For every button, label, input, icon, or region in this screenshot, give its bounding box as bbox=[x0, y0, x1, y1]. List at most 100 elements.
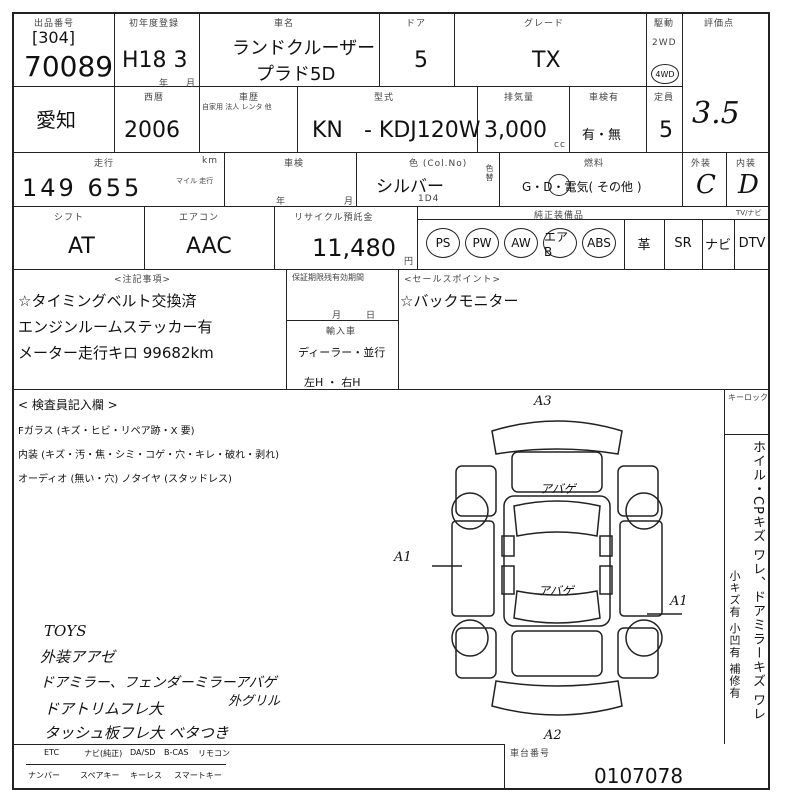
equip-leather: 革 bbox=[637, 237, 651, 253]
inspection-title: < 検査員記入欄 > bbox=[18, 398, 118, 412]
equip-abs: ABS bbox=[582, 228, 616, 258]
rule bbox=[417, 206, 418, 269]
equip-dtv: DTV bbox=[738, 235, 766, 251]
drive-2wd: 2WD bbox=[652, 38, 677, 48]
rule bbox=[417, 219, 770, 220]
import-label: 輸入車 bbox=[326, 327, 357, 337]
note-line-2: エンジンルームステッカー有 bbox=[18, 318, 213, 336]
drive-label: 駆動 bbox=[654, 19, 675, 29]
option-remote: リモコン bbox=[198, 749, 230, 758]
model-year-label: 西暦 bbox=[144, 93, 165, 103]
score-value: 3.5 bbox=[692, 96, 740, 131]
rule bbox=[14, 744, 504, 745]
rule bbox=[114, 14, 115, 86]
option-spare-key: スペアキー bbox=[80, 771, 120, 780]
warranty-month: 月 bbox=[332, 311, 343, 321]
lot-number: 70089 bbox=[24, 50, 114, 83]
rule bbox=[14, 269, 770, 270]
rule bbox=[398, 269, 399, 389]
displacement-label: 排気量 bbox=[504, 93, 535, 103]
equipment-extra: TV/ナビ bbox=[736, 209, 762, 217]
inspection-audio: オーディオ (無い・穴) ノタイヤ (スタッドレス) bbox=[18, 474, 232, 485]
equipment-label: 純正装備品 bbox=[534, 211, 585, 221]
auction-sheet: 出品番号 [304] 70089 初年度登録 H18 3 年 月 車名 ランドク… bbox=[12, 12, 770, 790]
color-label: 色 (Col.No) bbox=[409, 159, 468, 169]
rule bbox=[477, 86, 478, 152]
rule bbox=[14, 152, 770, 153]
option-keyless: キーレス bbox=[130, 771, 162, 780]
doors-label: ドア bbox=[406, 19, 427, 29]
option-smart-key: スマートキー bbox=[174, 771, 222, 780]
rule bbox=[454, 14, 455, 86]
diagram-mark-top: A3 bbox=[534, 394, 552, 409]
history-options: 自家用 法人 レンタ 他 bbox=[202, 103, 272, 111]
selling-point: ☆バックモニター bbox=[400, 292, 519, 310]
rule bbox=[726, 152, 727, 206]
doors-value: 5 bbox=[414, 48, 428, 73]
yen-unit: 円 bbox=[404, 257, 415, 267]
diagram-mark-right: A1 bbox=[670, 594, 688, 609]
cc-unit: cc bbox=[554, 140, 566, 150]
equip-navi: ナビ bbox=[704, 237, 731, 253]
car-name-line2: プラド5D bbox=[256, 64, 336, 85]
capacity-label: 定員 bbox=[654, 93, 675, 103]
rule bbox=[682, 14, 683, 152]
rule bbox=[664, 219, 665, 269]
rule bbox=[734, 219, 735, 269]
rule bbox=[14, 389, 770, 390]
rule bbox=[646, 14, 647, 152]
mileage: 149 655 bbox=[22, 174, 143, 202]
rule bbox=[702, 219, 703, 269]
grade-label: グレード bbox=[524, 19, 565, 29]
first-reg-label: 初年度登録 bbox=[129, 19, 180, 29]
rule bbox=[569, 86, 570, 152]
history-label: 車歴 bbox=[239, 93, 260, 103]
rule bbox=[199, 14, 200, 86]
handwritten-2: 外装アアゼ bbox=[40, 648, 115, 666]
rule bbox=[286, 320, 398, 321]
mileage-mark: マイル 走行 bbox=[176, 177, 214, 185]
exterior-label: 外装 bbox=[691, 159, 712, 169]
handwritten-1: TOYS bbox=[44, 622, 87, 640]
expiry-month-unit: 月 bbox=[344, 197, 355, 207]
grade-value: TX bbox=[532, 48, 561, 73]
rule bbox=[144, 206, 145, 269]
lot-label: 出品番号 bbox=[34, 19, 75, 29]
region: 愛知 bbox=[36, 108, 76, 132]
fuel-selected-circle bbox=[548, 174, 570, 196]
note-line-3: メーター走行キロ 99682km bbox=[18, 344, 214, 362]
equip-airbag: エアB bbox=[543, 228, 577, 259]
car-damage-diagram bbox=[432, 420, 682, 716]
rule bbox=[274, 206, 275, 269]
option-etc: ETC bbox=[44, 748, 60, 757]
rule bbox=[356, 152, 357, 206]
inspection-status: 有・無 bbox=[582, 128, 622, 143]
diagram-mark-bottom: A2 bbox=[544, 728, 562, 743]
rule bbox=[286, 269, 287, 389]
warranty-day: 日 bbox=[366, 311, 377, 321]
inspection-label: 車検有 bbox=[589, 93, 620, 103]
selling-point-label: <セールスポイント> bbox=[404, 275, 502, 285]
expiry-label: 車検 bbox=[284, 159, 305, 169]
diagram-mark-left: A1 bbox=[394, 550, 412, 565]
equip-ps: PS bbox=[426, 228, 460, 258]
warranty-label: 保証期限残有効期間 bbox=[292, 273, 364, 282]
rule bbox=[114, 86, 115, 152]
diagram-rear-note: アバゲ bbox=[538, 584, 574, 598]
model-year: 2006 bbox=[124, 118, 180, 143]
drive-4wd-circled: 4WD bbox=[651, 64, 679, 84]
fuel-label: 燃料 bbox=[584, 159, 605, 169]
rule bbox=[504, 744, 505, 790]
month-unit: 月 bbox=[186, 79, 197, 89]
shift-value: AT bbox=[68, 234, 95, 259]
steering-option: 左H ・ 右H bbox=[304, 376, 361, 389]
year-unit: 年 bbox=[159, 79, 170, 89]
handwritten-4: ドアトリムフレ大 bbox=[44, 700, 164, 718]
option-plate: ナンバー bbox=[28, 771, 60, 780]
seller-note-label: <注記事項> bbox=[114, 275, 172, 285]
rule bbox=[14, 206, 770, 207]
option-navi: ナビ(純正) bbox=[84, 749, 123, 758]
key-lock-label: キーロック bbox=[728, 393, 768, 402]
score-label: 評価点 bbox=[704, 19, 735, 29]
interior-grade: D bbox=[738, 170, 759, 200]
